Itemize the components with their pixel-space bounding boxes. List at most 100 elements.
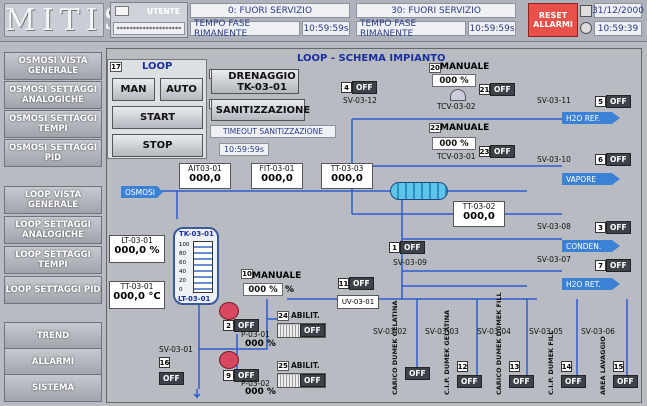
sv-03-07-label: SV-03-07 — [537, 255, 571, 264]
loop-index: 17 — [110, 62, 122, 72]
drain-label-4: C.I.P. DUMEK FILL — [547, 330, 555, 395]
nav-loop-pid[interactable]: LOOP SETTAGGI PID — [4, 276, 102, 304]
reset-alarms-button[interactable]: RESET ALLARMI — [528, 3, 578, 37]
time-display: 10:59:39 — [594, 21, 642, 36]
nav-osmosi-pid[interactable]: OSMOSI SETTAGGI PID — [4, 139, 102, 167]
drain-label-2: C.I.P. DUMEK GELATINA — [443, 309, 451, 395]
abilit-24-index: 24 — [277, 311, 289, 321]
loop-title: LOOP — [142, 61, 173, 72]
manual-20-index: 20 — [429, 63, 441, 73]
switch-16[interactable]: 16 — [159, 357, 170, 368]
switch-12[interactable]: 12 — [457, 361, 468, 372]
loop-panel: 17 LOOP MAN AUTO START STOP — [107, 59, 207, 159]
manual-10-label: MANUALE — [252, 271, 302, 281]
tank-level-bar — [193, 241, 213, 293]
abilit-25-toggle[interactable]: OFF — [277, 373, 326, 388]
user-panel[interactable]: UTENTE ******************** — [110, 2, 188, 38]
abilit-25-label: ABILIT. — [291, 361, 320, 370]
sv-03-05-label: SV-03-05 — [529, 327, 563, 336]
pump-1-pct: 000 % — [245, 339, 276, 349]
sv-03-03-label: SV-03-03 — [425, 327, 459, 336]
fit-instrument: FIT-03-01 000,0 — [251, 163, 303, 189]
tank-label: TK-03-01 — [179, 230, 214, 238]
switch-12-off[interactable]: OFF — [457, 375, 482, 388]
main-panel: LOOP - SCHEMA IMPIANTO 17 LOOP MAN AUTO … — [106, 48, 642, 403]
manual-20-value[interactable]: 000 % — [432, 74, 476, 87]
nav-loop-analogiche[interactable]: LOOP SETTAGGI ANALOGICHE — [4, 216, 102, 244]
nav-osmosi-vista[interactable]: OSMOSI VISTA GENERALE — [4, 52, 102, 80]
switch-13-off[interactable]: OFF — [509, 375, 534, 388]
date-display: 31/12/2000 — [592, 3, 644, 18]
app-logo: MITIS — [4, 3, 130, 38]
sv-03-10-label: SV-03-10 — [537, 155, 571, 164]
pump-2-pct: 000 % — [245, 387, 276, 397]
vapore-tag: VAPORE — [562, 173, 620, 185]
user-label: UTENTE — [147, 7, 180, 16]
drain-label-3: CARICO DUMEK DUMEK FILL — [495, 292, 503, 395]
auto-button[interactable]: AUTO — [160, 78, 203, 101]
manual-10-value[interactable]: 000 % — [243, 283, 283, 296]
lt-instrument: LT-03-01 000,0 % — [109, 235, 165, 263]
start-button[interactable]: START — [112, 106, 203, 129]
pump-p-03-01-icon — [219, 302, 239, 320]
nav-loop-tempi[interactable]: LOOP SETTAGGI TEMPI — [4, 246, 102, 274]
pump-2-label: P-03-02 — [241, 379, 270, 388]
heat-exchanger-icon — [390, 182, 448, 200]
pump-1-label: P-03-01 — [241, 330, 270, 339]
phase-label-1: TEMPO FASE RIMANENTE — [190, 19, 300, 39]
manual-10-unit: % — [285, 285, 295, 295]
stop-button[interactable]: STOP — [112, 134, 203, 157]
sv-03-09-label: SV-03-09 — [393, 258, 427, 267]
tcv-03-01-label: TCV-03-01 — [437, 152, 476, 161]
control-valve-actuator-icon — [450, 89, 466, 101]
nav-sistema[interactable]: SISTEMA — [4, 374, 102, 402]
sv-03-06-label: SV-03-06 — [581, 327, 615, 336]
phase-time-2: 10:59:59s — [468, 21, 516, 36]
sv-03-12-label: SV-03-12 — [343, 96, 377, 105]
nav-osmosi-analogiche[interactable]: OSMOSI SETTAGGI ANALOGICHE — [4, 81, 102, 109]
user-field[interactable]: ******************** — [113, 22, 185, 35]
switch-14[interactable]: 14 — [561, 361, 572, 372]
tt-03-01-instrument: TT-03-01 000,0 °C — [109, 281, 165, 309]
header-bar: MITIS UTENTE ******************** 0: FUO… — [0, 0, 647, 42]
conden-tag: CONDEN. — [562, 240, 620, 252]
nav-trend[interactable]: TREND — [4, 322, 102, 350]
sv-03-11-label: SV-03-11 — [537, 96, 571, 105]
switch-sv0302[interactable]: OFF — [405, 367, 430, 380]
man-button[interactable]: MAN — [112, 78, 155, 101]
abilit-24-label: ABILIT. — [291, 311, 320, 320]
ait-instrument: AIT03-01 000,0 — [179, 163, 231, 189]
osmosi-tag: OSMOSI — [121, 186, 163, 198]
switch-14-off[interactable]: OFF — [561, 375, 586, 388]
nav-loop-vista[interactable]: LOOP VISTA GENERALE — [4, 186, 102, 214]
sv-03-04-label: SV-03-04 — [477, 327, 511, 336]
abilit-24-toggle[interactable]: OFF — [277, 323, 326, 338]
clock-icon — [580, 22, 592, 34]
nav-osmosi-tempi[interactable]: OSMOSI SETTAGGI TEMPI — [4, 110, 102, 138]
sv-03-01-label: SV-03-01 — [159, 345, 193, 354]
switch-13[interactable]: 13 — [509, 361, 520, 372]
switch-15[interactable]: 15 — [613, 361, 624, 372]
manual-20-label: MANUALE — [440, 62, 490, 72]
manual-22-label: MANUALE — [440, 123, 490, 133]
drain-button[interactable]: DRENAGGIO TK-03-01 — [211, 69, 299, 94]
nav-allarmi[interactable]: ALLARMI — [4, 348, 102, 376]
sanit-timeout-label: TIMEOUT SANITIZZAZIONE — [210, 125, 336, 138]
manual-22-value[interactable]: 000 % — [432, 137, 476, 150]
switch-15-off[interactable]: OFF — [613, 375, 638, 388]
sanitization-button[interactable]: SANITIZZAZIONE — [211, 99, 310, 121]
switch-16-off[interactable]: OFF — [159, 372, 184, 385]
